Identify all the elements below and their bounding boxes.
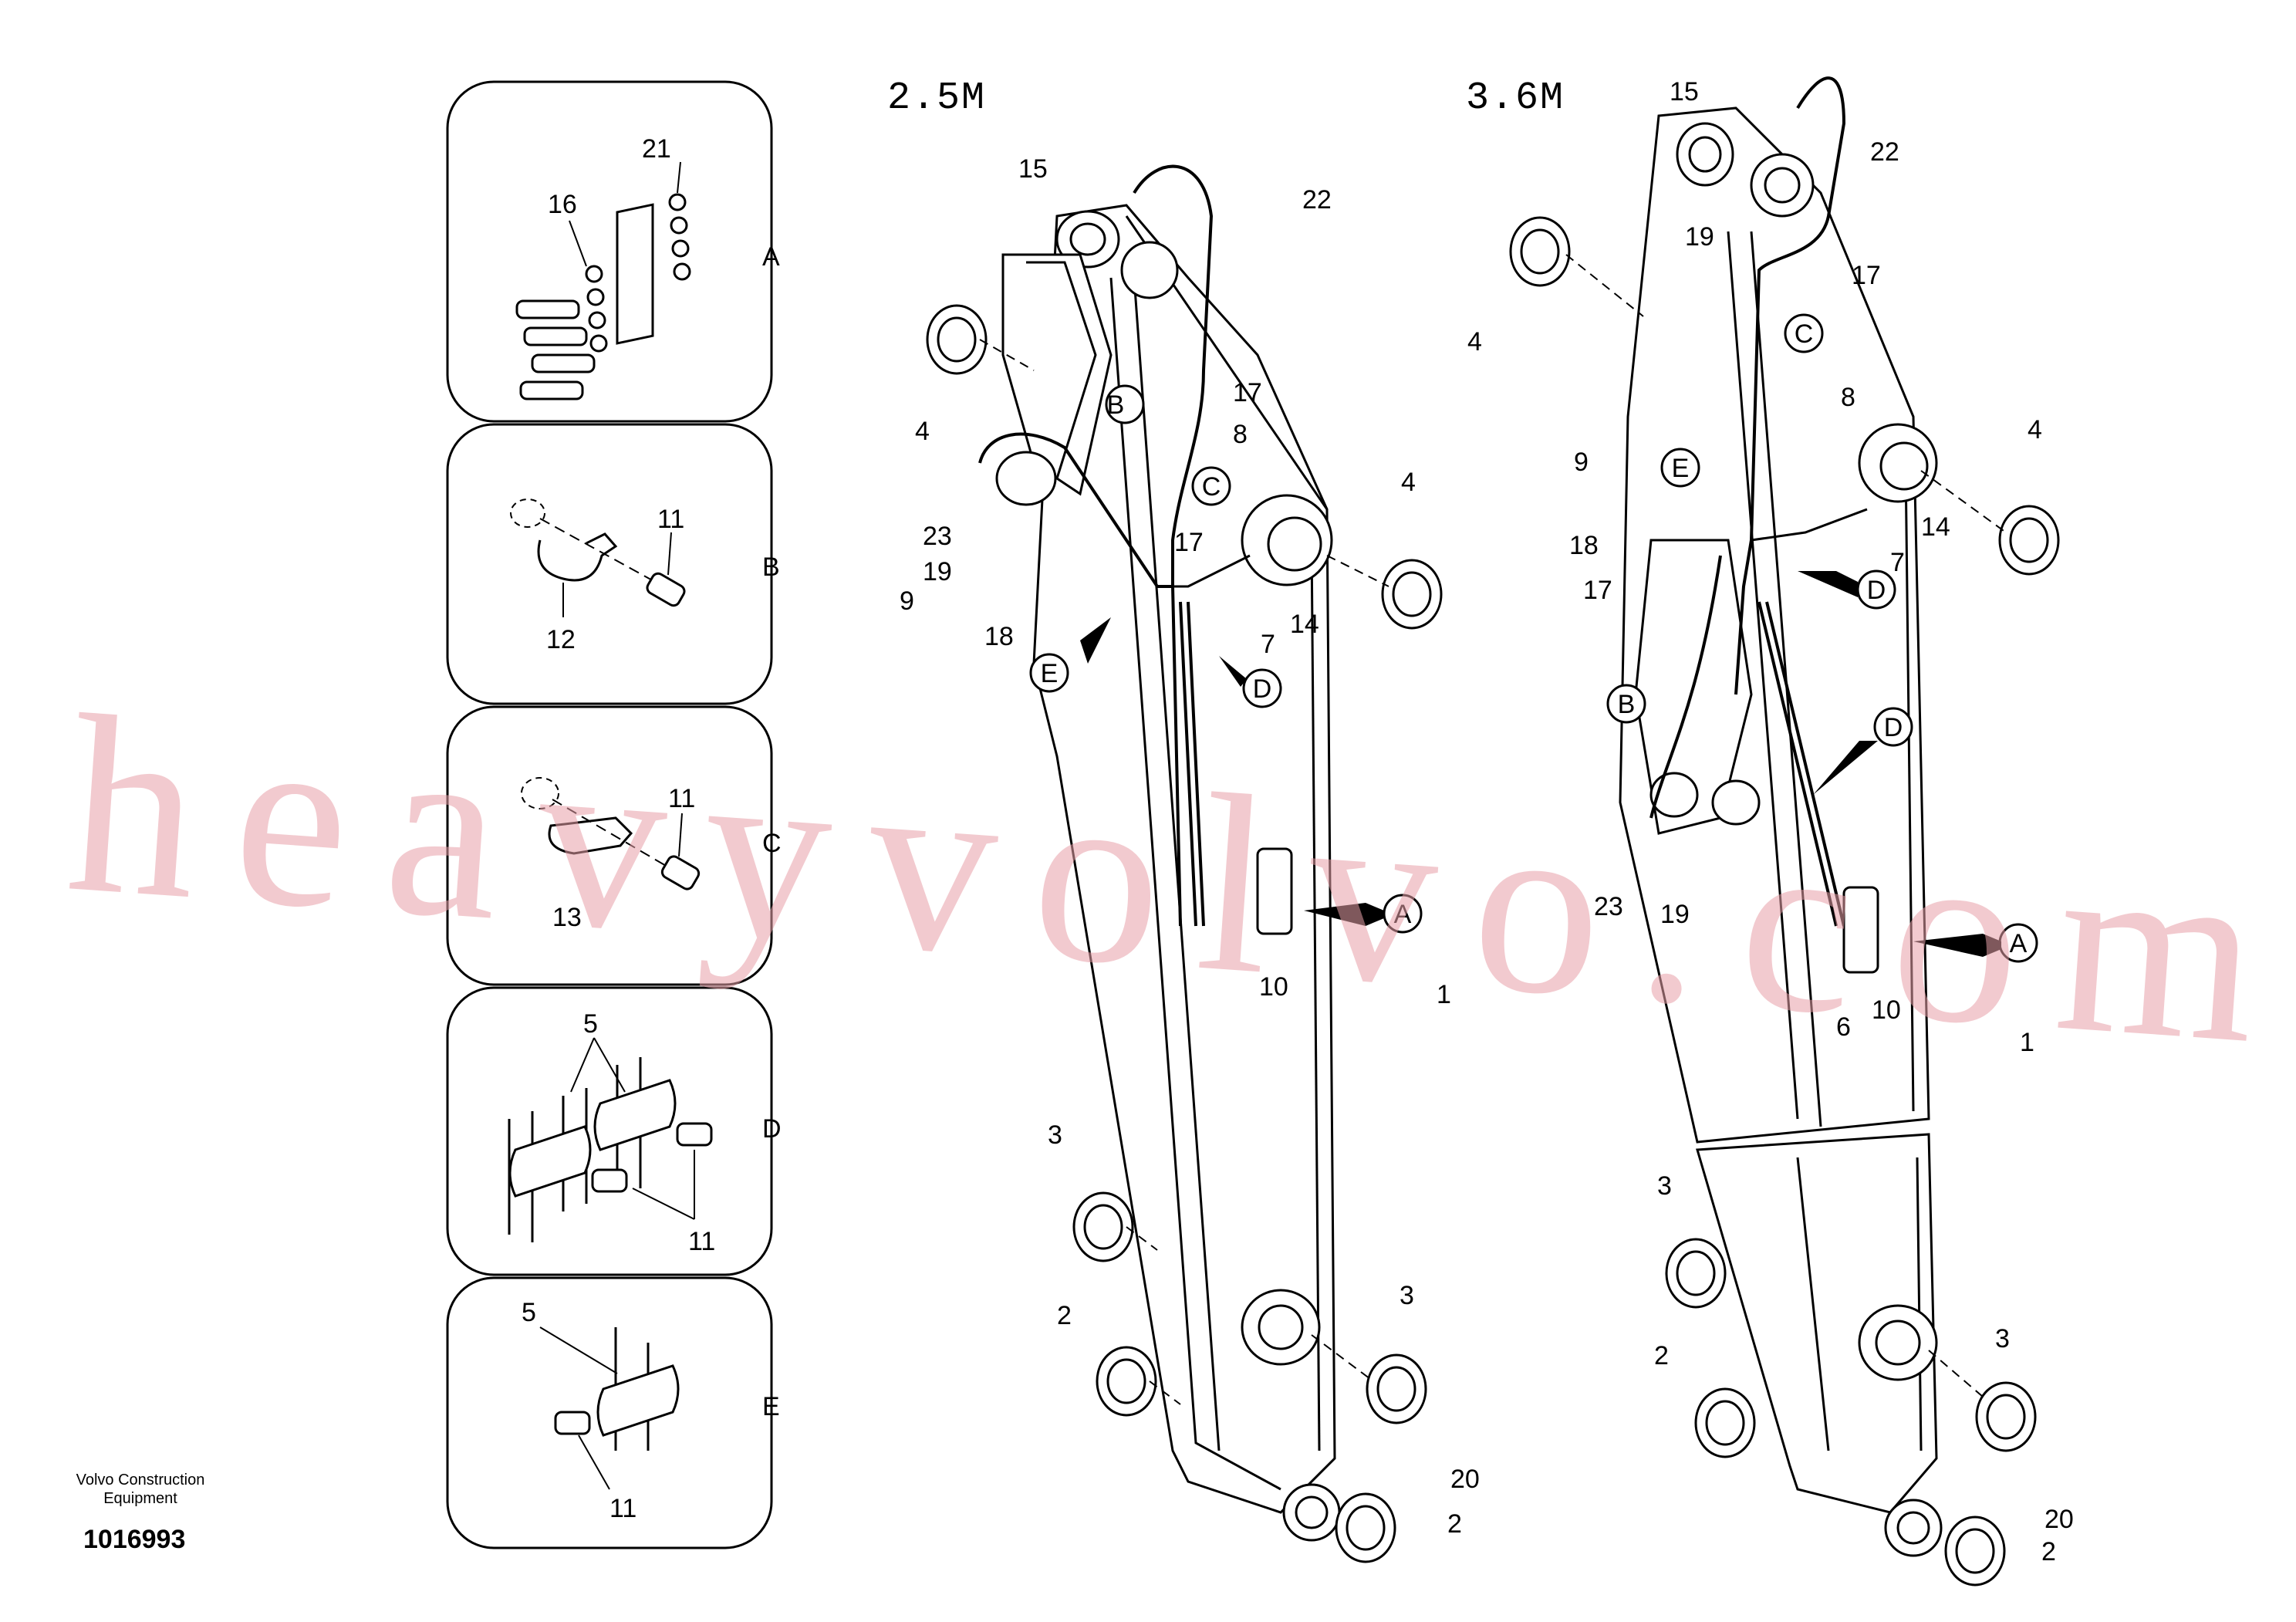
right-label-6: 6 (1836, 1012, 1851, 1042)
panel-a-label-16: 16 (548, 190, 577, 219)
right-label-1: 1 (2020, 1028, 2034, 1057)
detail-panel-c: 11 13 C (446, 705, 782, 986)
detail-panel-a: 21 16 A (446, 80, 780, 423)
left-label-4b: 4 (1401, 468, 1416, 497)
right-label-10: 10 (1872, 995, 1901, 1025)
brand-line-1: Volvo Construction (76, 1472, 205, 1489)
left-label-10: 10 (1259, 972, 1288, 1002)
panel-a-label-21: 21 (642, 134, 671, 164)
left-label-3b: 3 (1400, 1281, 1414, 1310)
left-label-15: 15 (1018, 154, 1048, 184)
title-3-6m: 3.6M (1466, 76, 1565, 120)
detail-panel-b: 11 12 B (446, 423, 780, 705)
panel-d-label-5: 5 (583, 1009, 598, 1039)
left-circle-c: C (1202, 472, 1221, 502)
panel-c-label-11: 11 (668, 784, 695, 813)
panel-c-letter: C (762, 829, 782, 858)
panel-d-letter: D (762, 1114, 782, 1144)
right-label-19b: 19 (1660, 900, 1690, 929)
brand-logo: Volvo Construction Equipment (56, 1471, 225, 1508)
right-circle-c: C (1795, 319, 1814, 349)
document-number: 1016993 (83, 1525, 186, 1554)
right-circle-e: E (1672, 454, 1690, 483)
left-label-23: 23 (923, 522, 952, 551)
left-label-19: 19 (923, 557, 952, 586)
right-circle-d: D (1867, 576, 1886, 605)
panel-e-letter: E (762, 1392, 780, 1421)
arm-2-5m (926, 164, 1443, 1563)
left-label-17b: 17 (1174, 528, 1204, 557)
right-label-4a: 4 (1467, 327, 1482, 357)
right-arm-labels: 15 22 19 17 4 8 9 18 17 14 7 4 23 19 6 1… (1467, 77, 2074, 1566)
left-label-2b: 2 (1447, 1509, 1462, 1539)
right-label-22: 22 (1870, 137, 1899, 167)
panel-c-label-13: 13 (552, 903, 582, 932)
brand-line-2: Equipment (103, 1490, 177, 1507)
right-label-9: 9 (1574, 448, 1589, 477)
right-label-20: 20 (2044, 1505, 2074, 1534)
left-label-14: 14 (1290, 610, 1319, 639)
detail-panel-e: 5 11 E (446, 1276, 780, 1549)
detail-panel-d: 5 11 D (446, 986, 782, 1276)
arm-3-6m (1509, 76, 2060, 1587)
right-label-23: 23 (1594, 892, 1623, 921)
right-label-14: 14 (1921, 512, 1950, 542)
left-circle-e: E (1041, 659, 1059, 688)
right-circle-a: A (2010, 929, 2028, 958)
right-circle-d2: D (1884, 713, 1903, 742)
left-label-1: 1 (1437, 980, 1451, 1009)
right-label-7: 7 (1890, 548, 1905, 577)
right-label-3b: 3 (1995, 1324, 2010, 1353)
right-circle-b: B (1618, 690, 1636, 719)
left-label-3a: 3 (1048, 1120, 1062, 1150)
left-label-8: 8 (1233, 420, 1248, 449)
left-label-4a: 4 (915, 417, 930, 446)
right-label-17b: 17 (1583, 576, 1612, 605)
panel-d-label-11: 11 (688, 1227, 715, 1256)
right-label-3a: 3 (1657, 1171, 1672, 1201)
panel-e-label-5: 5 (522, 1298, 536, 1327)
right-label-18: 18 (1569, 531, 1599, 560)
left-label-20: 20 (1450, 1465, 1480, 1494)
title-2-5m: 2.5M (887, 76, 986, 120)
left-label-9: 9 (900, 586, 914, 616)
left-circle-b: B (1107, 390, 1125, 420)
right-label-15: 15 (1670, 77, 1699, 106)
right-label-2b: 2 (2041, 1537, 2056, 1566)
panel-a-letter: A (762, 242, 780, 272)
left-label-7: 7 (1261, 630, 1275, 659)
left-label-2a: 2 (1057, 1301, 1072, 1330)
left-arm-labels: 15 22 4 17 8 23 19 9 18 17 7 14 4 10 1 3… (900, 154, 1480, 1539)
panel-b-label-12: 12 (546, 625, 576, 654)
left-label-17a: 17 (1233, 378, 1262, 407)
left-label-18: 18 (984, 622, 1014, 651)
right-label-4b: 4 (2028, 415, 2042, 444)
left-label-22: 22 (1302, 185, 1332, 215)
panel-e-label-11: 11 (609, 1494, 636, 1523)
right-label-17a: 17 (1852, 261, 1881, 290)
panel-b-letter: B (762, 552, 780, 582)
left-circle-d: D (1253, 674, 1272, 704)
right-label-2a: 2 (1654, 1341, 1669, 1370)
right-label-19a: 19 (1685, 222, 1714, 252)
left-circle-a: A (1394, 900, 1412, 929)
right-label-8: 8 (1841, 383, 1855, 412)
panel-b-label-11: 11 (657, 505, 684, 534)
